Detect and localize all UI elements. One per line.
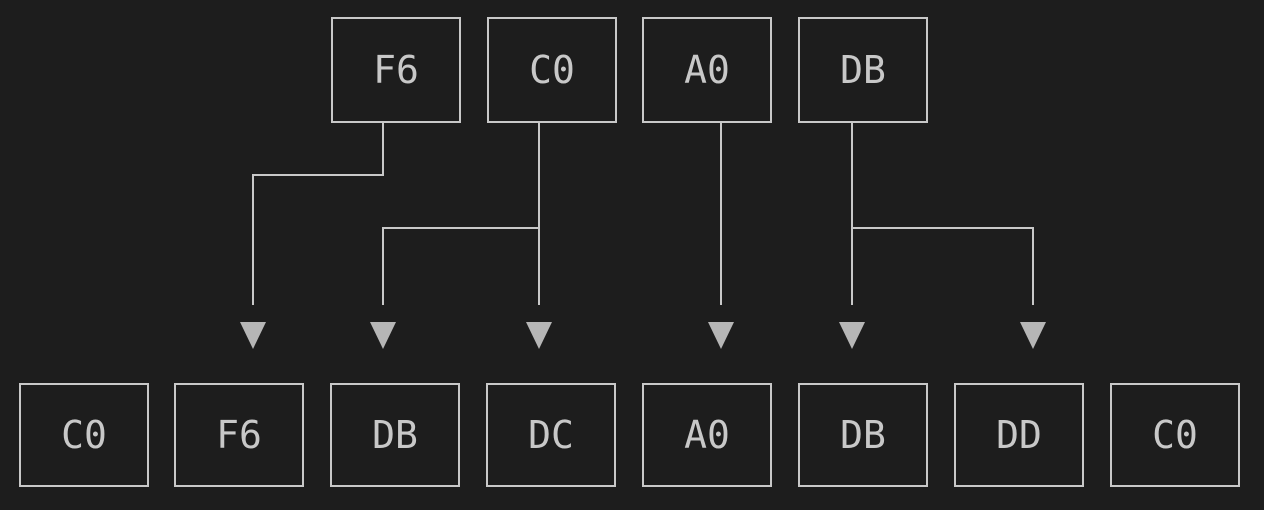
arrow-down-icon bbox=[526, 322, 552, 349]
edge-line-segment bbox=[851, 122, 853, 305]
edge-line-segment bbox=[720, 122, 722, 305]
bottom-node-A0: A0 bbox=[642, 383, 772, 487]
arrow-down-icon bbox=[708, 322, 734, 349]
top-node-C0: C0 bbox=[487, 17, 617, 123]
top-node-label: C0 bbox=[529, 48, 575, 92]
edge-line-segment bbox=[252, 174, 254, 305]
bottom-node-label: DB bbox=[840, 413, 886, 457]
bottom-node-DD: DD bbox=[954, 383, 1084, 487]
edge-line-segment bbox=[252, 174, 384, 176]
bottom-node-C0: C0 bbox=[19, 383, 149, 487]
edge-line-segment bbox=[382, 122, 384, 176]
bottom-node-DB: DB bbox=[798, 383, 928, 487]
bottom-node-C0: C0 bbox=[1110, 383, 1240, 487]
edge-line-segment bbox=[382, 227, 384, 305]
edge-line-segment bbox=[538, 122, 540, 305]
bottom-node-F6: F6 bbox=[174, 383, 304, 487]
bottom-node-label: F6 bbox=[216, 413, 262, 457]
bottom-node-label: A0 bbox=[684, 413, 730, 457]
bottom-node-label: DD bbox=[996, 413, 1042, 457]
bottom-node-DC: DC bbox=[486, 383, 616, 487]
top-node-label: A0 bbox=[684, 48, 730, 92]
edge-line-segment bbox=[382, 227, 540, 229]
top-node-label: F6 bbox=[373, 48, 419, 92]
bottom-node-label: DC bbox=[528, 413, 574, 457]
arrow-down-icon bbox=[839, 322, 865, 349]
top-node-label: DB bbox=[840, 48, 886, 92]
bottom-node-label: C0 bbox=[61, 413, 107, 457]
bottom-node-label: C0 bbox=[1152, 413, 1198, 457]
top-node-A0: A0 bbox=[642, 17, 772, 123]
arrow-down-icon bbox=[370, 322, 396, 349]
bottom-node-DB: DB bbox=[330, 383, 460, 487]
edge-line-segment bbox=[851, 227, 1034, 229]
bottom-node-label: DB bbox=[372, 413, 418, 457]
top-node-F6: F6 bbox=[331, 17, 461, 123]
arrow-down-icon bbox=[1020, 322, 1046, 349]
edge-line-segment bbox=[1032, 227, 1034, 305]
top-node-DB: DB bbox=[798, 17, 928, 123]
arrow-down-icon bbox=[240, 322, 266, 349]
